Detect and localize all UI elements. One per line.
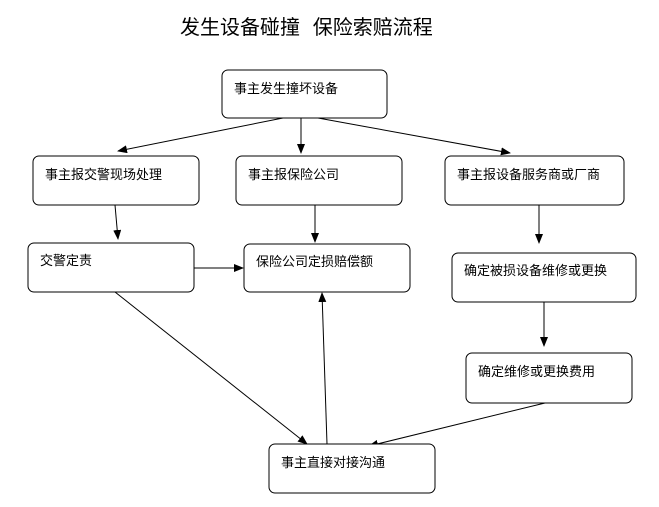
node-label: 事主报保险公司: [248, 168, 339, 183]
edge-damage-to-police: [117, 117, 284, 154]
edge-negotiate-to-assess: [318, 292, 328, 445]
edge-damage-to-provider: [317, 117, 511, 156]
node-box: [235, 155, 403, 206]
node-box: [451, 252, 637, 303]
node-owner-report-police: 事主报交警现场处理: [32, 155, 200, 206]
edge-police-to-liability: [113, 204, 122, 240]
node-box: [221, 69, 388, 119]
node-police-liability: 交警定责: [27, 242, 195, 293]
node-box: [465, 352, 633, 404]
diagram-title: 发生设备碰撞 保险索赔流程: [180, 15, 433, 39]
node-label: 保险公司定损赔偿额: [256, 255, 373, 270]
edge-cost-to-negotiate: [368, 402, 546, 448]
node-label: 确定被损设备维修或更换: [464, 263, 607, 279]
node-label: 事主发生撞坏设备: [234, 81, 338, 97]
node-confirm-cost: 确定维修或更换费用: [465, 352, 633, 404]
node-label: 交警定责: [40, 253, 92, 269]
node-label: 确定维修或更换费用: [478, 365, 595, 380]
node-owner-report-provider: 事主报设备服务商或厂商: [444, 155, 625, 206]
node-box: [268, 443, 436, 494]
node-owner-negotiate: 事主直接对接沟通: [268, 443, 436, 494]
edge-liability-to-negotiate: [114, 291, 308, 445]
node-insurer-assess: 保险公司定损赔偿额: [243, 243, 411, 293]
node-box: [444, 155, 625, 206]
node-box: [243, 243, 411, 293]
node-label: 事主报交警现场处理: [45, 167, 162, 183]
node-owner-report-insurer: 事主报保险公司: [235, 155, 403, 206]
node-box: [32, 155, 200, 206]
node-confirm-repair: 确定被损设备维修或更换: [451, 252, 637, 303]
node-owner-damage: 事主发生撞坏设备: [221, 69, 388, 119]
node-label: 事主直接对接沟通: [281, 455, 385, 471]
edges: [113, 117, 548, 448]
node-box: [27, 242, 195, 293]
node-label: 事主报设备服务商或厂商: [457, 167, 600, 183]
